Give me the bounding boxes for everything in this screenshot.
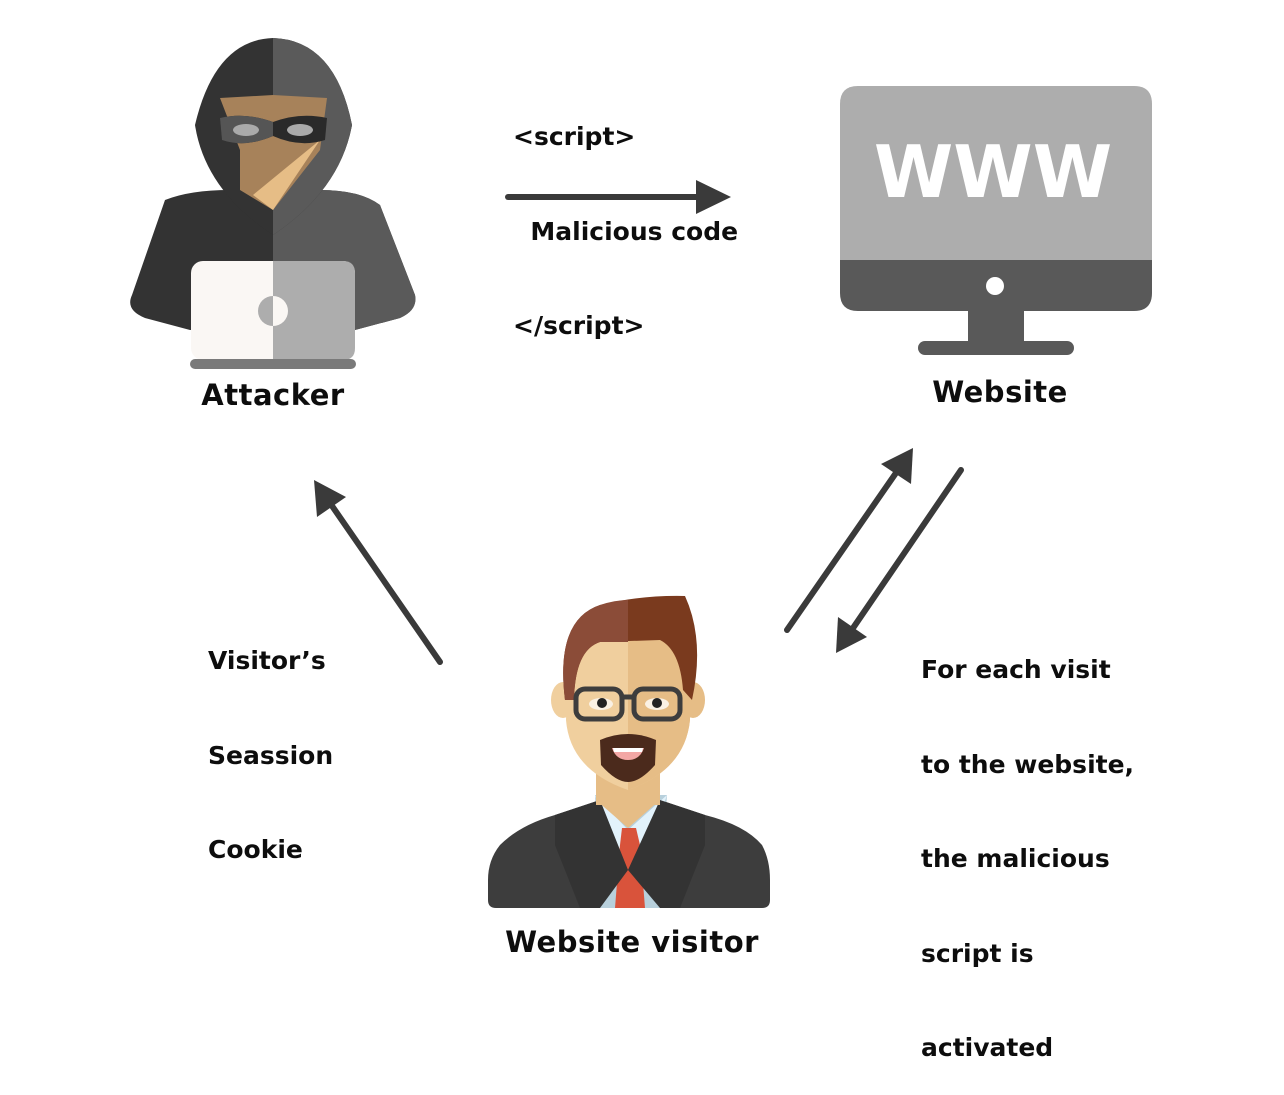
diagram-canvas: WWW: [130, 38, 1152, 908]
power-button-icon: [986, 277, 1004, 295]
cookie-line: Seassion: [208, 740, 334, 770]
website-label: Website: [932, 375, 1068, 409]
activation-line: activated: [921, 1033, 1054, 1062]
arrow-visitor-to-attacker: [314, 480, 443, 665]
activation-annotation: For each visit to the website, the malic…: [921, 591, 1134, 1095]
cookie-annotation: Visitor’s Seassion Cookie: [208, 582, 333, 897]
attacker-label: Attacker: [201, 378, 345, 412]
payload-annotation: <script> Malicious code </script>: [513, 58, 738, 373]
cookie-line: Visitor’s: [208, 646, 326, 675]
arrow-attacker-to-website: [505, 180, 731, 214]
visitor-icon: [488, 595, 770, 908]
activation-line: to the website,: [921, 749, 1135, 779]
monitor-icon: WWW: [840, 86, 1152, 355]
activation-line: script is: [921, 938, 1034, 968]
arrow-visitor-to-website: [784, 448, 913, 633]
activation-line: the malicious: [921, 844, 1110, 873]
www-text: WWW: [874, 130, 1112, 214]
payload-line: </script>: [513, 311, 645, 340]
payload-line: <script>: [513, 122, 636, 151]
activation-line: For each visit: [921, 655, 1111, 684]
cookie-line: Cookie: [208, 835, 303, 864]
visitor-label: Website visitor: [505, 925, 759, 959]
payload-line: Malicious code: [513, 216, 739, 246]
arrow-website-to-visitor: [836, 467, 964, 653]
attacker-icon: [130, 38, 416, 369]
